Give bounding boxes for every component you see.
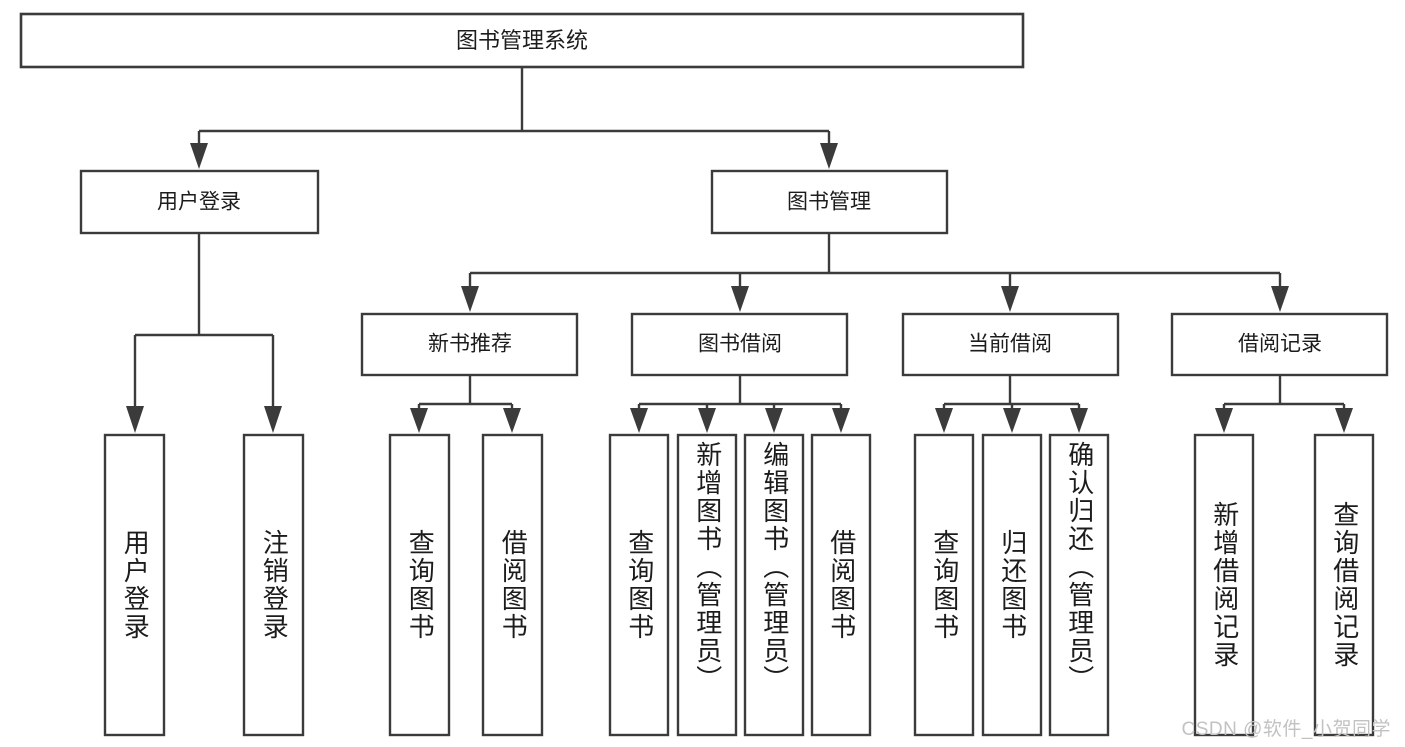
leaf-box-return-book[interactable]: [981, 433, 1043, 737]
arrow-head-leaf-user-logout: [264, 406, 282, 433]
arrow-head-current-borrow: [1001, 286, 1019, 312]
leaf-box-confirm-return-admin[interactable]: [1048, 433, 1110, 737]
arrow-head-leaf-borrow-book-rec: [503, 408, 521, 433]
node-new-book-recommend[interactable]: 新书推荐: [360, 312, 579, 377]
leaf-box-user-logout[interactable]: [242, 433, 305, 737]
arrow-head-user-login: [190, 143, 208, 169]
book-management-label: 图书管理: [787, 191, 871, 214]
arrow-head-leaf-query-book-cur: [935, 408, 953, 433]
connector-borrow-record-to-leaves: [1215, 375, 1353, 433]
arrow-head-book-management: [820, 143, 838, 169]
arrow-head-leaf-confirm-return-admin: [1070, 408, 1088, 433]
node-book-management[interactable]: 图书管理: [710, 169, 949, 235]
leaf-box-user-login[interactable]: [103, 433, 166, 737]
book-management-box[interactable]: [710, 169, 949, 235]
leaf-boxes: [103, 433, 1375, 737]
leaf-box-borrow-book-bor[interactable]: [810, 433, 872, 737]
node-borrow-record[interactable]: 借阅记录: [1170, 312, 1389, 377]
node-root[interactable]: 图书管理系统: [19, 12, 1025, 69]
arrow-head-leaf-borrow-book-bor: [832, 408, 850, 433]
book-borrow-label: 图书借阅: [698, 333, 782, 356]
node-book-borrow[interactable]: 图书借阅: [630, 312, 849, 377]
root-label: 图书管理系统: [456, 28, 588, 53]
connector-current-borrow-to-leaves: [935, 375, 1088, 433]
arrow-head-leaf-edit-book-admin: [765, 408, 783, 433]
connector-book-management-to-level2: [461, 233, 1289, 312]
csdn-watermark: CSDN @软件_小贺同学: [1181, 719, 1391, 740]
leaf-box-query-book-cur[interactable]: [913, 433, 975, 737]
node-current-borrow[interactable]: 当前借阅: [901, 312, 1120, 377]
leaf-box-query-book-rec[interactable]: [388, 433, 451, 737]
arrow-head-borrow-record: [1271, 286, 1289, 312]
leaf-box-add-borrow-record[interactable]: [1193, 433, 1255, 737]
arrow-head-leaf-add-book-admin: [698, 408, 716, 433]
leaf-box-borrow-book-rec[interactable]: [481, 433, 544, 737]
borrow-record-box[interactable]: [1170, 312, 1389, 377]
leaf-box-edit-book-admin[interactable]: [743, 433, 805, 737]
arrow-head-leaf-add-borrow-record: [1215, 408, 1233, 433]
arrow-head-book-borrow: [731, 286, 749, 312]
node-user-login[interactable]: 用户登录: [79, 169, 320, 235]
arrow-head-leaf-user-login: [126, 406, 144, 433]
leaf-box-query-borrow-record[interactable]: [1313, 433, 1375, 737]
book-borrow-box[interactable]: [630, 312, 849, 377]
current-borrow-box[interactable]: [901, 312, 1120, 377]
root-box[interactable]: [19, 12, 1025, 69]
new-book-recommend-box[interactable]: [360, 312, 579, 377]
connector-new-book-recommend-to-leaves: [410, 375, 521, 433]
borrow-record-label: 借阅记录: [1238, 333, 1322, 356]
new-book-recommend-label: 新书推荐: [428, 333, 512, 356]
arrow-head-leaf-return-book: [1003, 408, 1021, 433]
user-login-label: 用户登录: [157, 191, 241, 214]
leaf-box-add-book-admin[interactable]: [676, 433, 738, 737]
connector-book-borrow-to-leaves: [630, 375, 850, 433]
arrow-head-new-book-recommend: [461, 286, 479, 312]
connector-user-login-to-leaves: [126, 233, 282, 433]
arrow-head-leaf-query-borrow-record: [1335, 408, 1353, 433]
arrow-head-leaf-query-book-bor: [630, 408, 648, 433]
current-borrow-label: 当前借阅: [968, 333, 1052, 356]
leaf-box-query-book-bor[interactable]: [608, 433, 670, 737]
connector-root-to-level1: [190, 67, 838, 169]
arrow-head-leaf-query-book-rec: [410, 408, 428, 433]
